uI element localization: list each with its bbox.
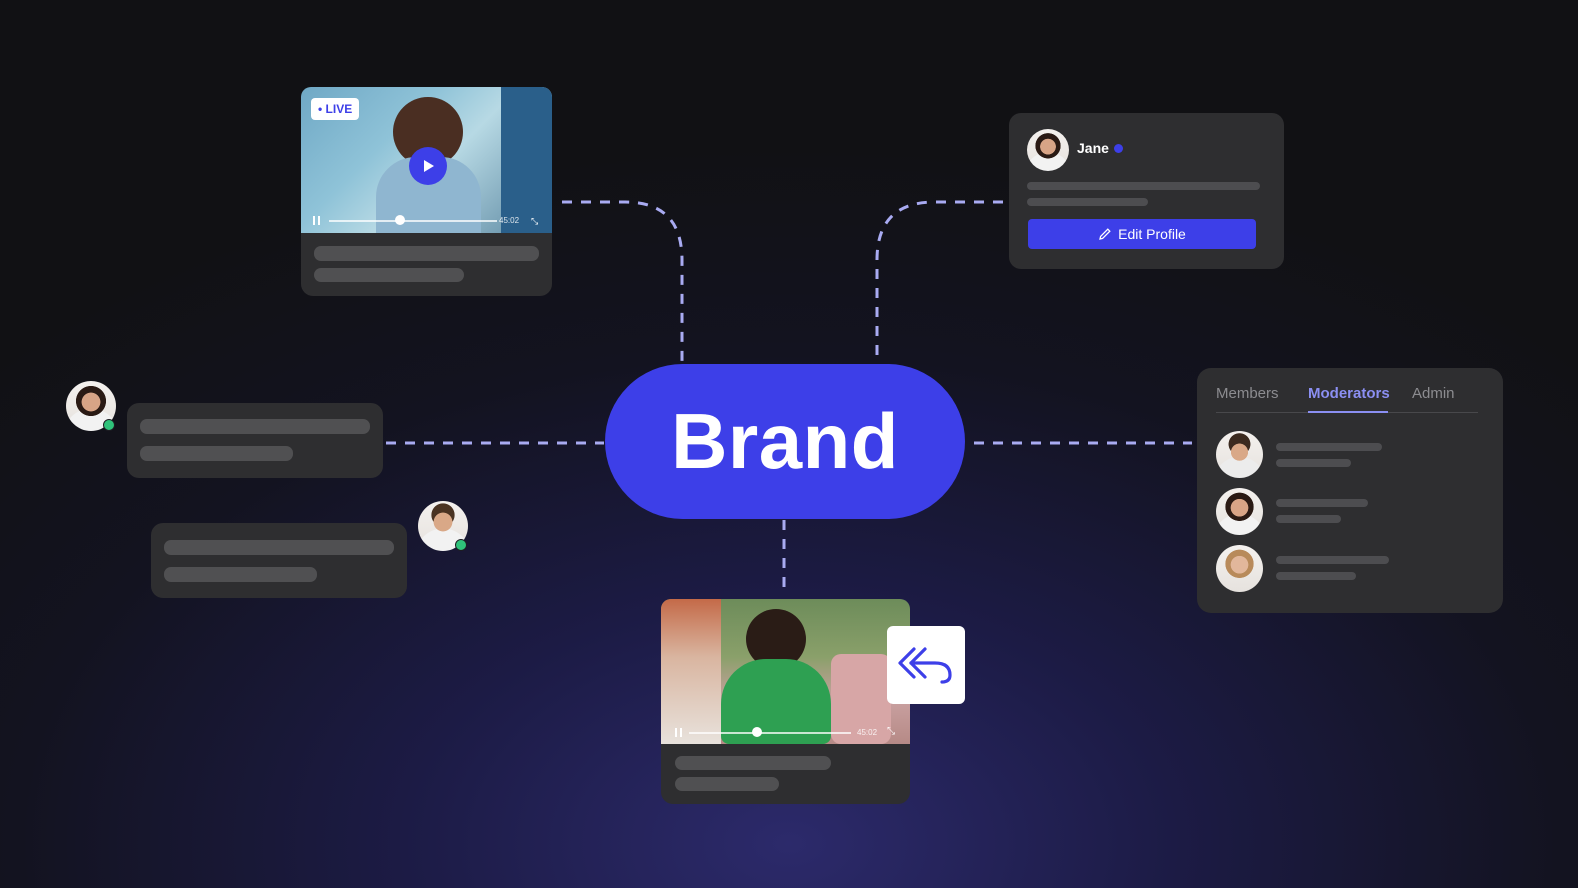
- brand-hub: Brand: [605, 364, 965, 519]
- tab-admin[interactable]: Admin: [1412, 385, 1455, 402]
- moderator-role-placeholder: [1276, 459, 1351, 467]
- live-video-timecode: 45:02: [499, 216, 520, 225]
- play-icon[interactable]: [409, 147, 447, 185]
- pink-chair: [831, 654, 891, 744]
- tab-members[interactable]: Members: [1216, 385, 1279, 402]
- woman-left-figure: [661, 599, 721, 744]
- moderator-role-placeholder: [1276, 572, 1356, 580]
- chat-message: [151, 523, 407, 598]
- chat-line-placeholder: [140, 419, 370, 434]
- moderator-role-placeholder: [1276, 515, 1341, 523]
- moderator-name-placeholder: [1276, 556, 1389, 564]
- shared-video-timecode: 45:02: [857, 728, 878, 737]
- green-sweater: [721, 659, 831, 744]
- shelf: [501, 87, 552, 233]
- connector-live-video: [562, 200, 684, 362]
- shared-video-scrubber[interactable]: [689, 732, 851, 734]
- moderator-name-placeholder: [1276, 499, 1368, 507]
- live-video-scrubber[interactable]: [329, 220, 497, 222]
- online-status-dot: [455, 539, 467, 551]
- pencil-icon: [1099, 228, 1111, 240]
- shared-video-scrub-knob[interactable]: [752, 727, 763, 737]
- reply-all-icon: [898, 647, 952, 684]
- live-video-title-placeholder: [314, 246, 539, 261]
- live-video-scrub-knob[interactable]: [394, 215, 405, 225]
- moderator-name-placeholder: [1276, 443, 1382, 451]
- profile-bio-placeholder: [1027, 198, 1148, 206]
- fullscreen-icon[interactable]: ⤡: [887, 726, 895, 737]
- active-tab-indicator: [1308, 411, 1388, 413]
- fullscreen-icon[interactable]: ⤡: [531, 216, 539, 226]
- shared-video-title-placeholder: [675, 756, 831, 770]
- chat-line-placeholder: [164, 540, 394, 555]
- profile-bio-placeholder: [1027, 182, 1260, 190]
- live-badge: • LIVE: [311, 98, 360, 120]
- moderator-avatar[interactable]: [1216, 545, 1263, 592]
- online-status-dot: [103, 419, 115, 431]
- chat-message: [127, 403, 383, 478]
- moderator-avatar[interactable]: [1216, 431, 1263, 478]
- edit-profile-button[interactable]: Edit Profile: [1028, 219, 1256, 249]
- moderator-avatar[interactable]: [1216, 488, 1263, 535]
- chat-line-placeholder: [140, 446, 293, 461]
- live-video-thumbnail[interactable]: • LIVE 45:02 ⤡: [301, 87, 552, 233]
- avatar-jane: [1027, 129, 1069, 171]
- chat-line-placeholder: [164, 567, 317, 582]
- live-video-subtitle-placeholder: [314, 268, 464, 282]
- connector-profile-card: [875, 200, 1003, 362]
- profile-name: Jane: [1077, 140, 1109, 156]
- pause-icon[interactable]: [313, 216, 321, 225]
- pause-icon[interactable]: [675, 728, 683, 737]
- edit-profile-label: Edit Profile: [1118, 226, 1186, 242]
- reply-all-button[interactable]: [887, 626, 965, 704]
- brand-label: Brand: [671, 397, 899, 485]
- shared-video-subtitle-placeholder: [675, 777, 779, 791]
- shared-video-thumbnail[interactable]: 45:02 ⤡: [661, 599, 910, 744]
- verified-icon: [1114, 144, 1123, 153]
- tab-moderators[interactable]: Moderators: [1308, 385, 1390, 402]
